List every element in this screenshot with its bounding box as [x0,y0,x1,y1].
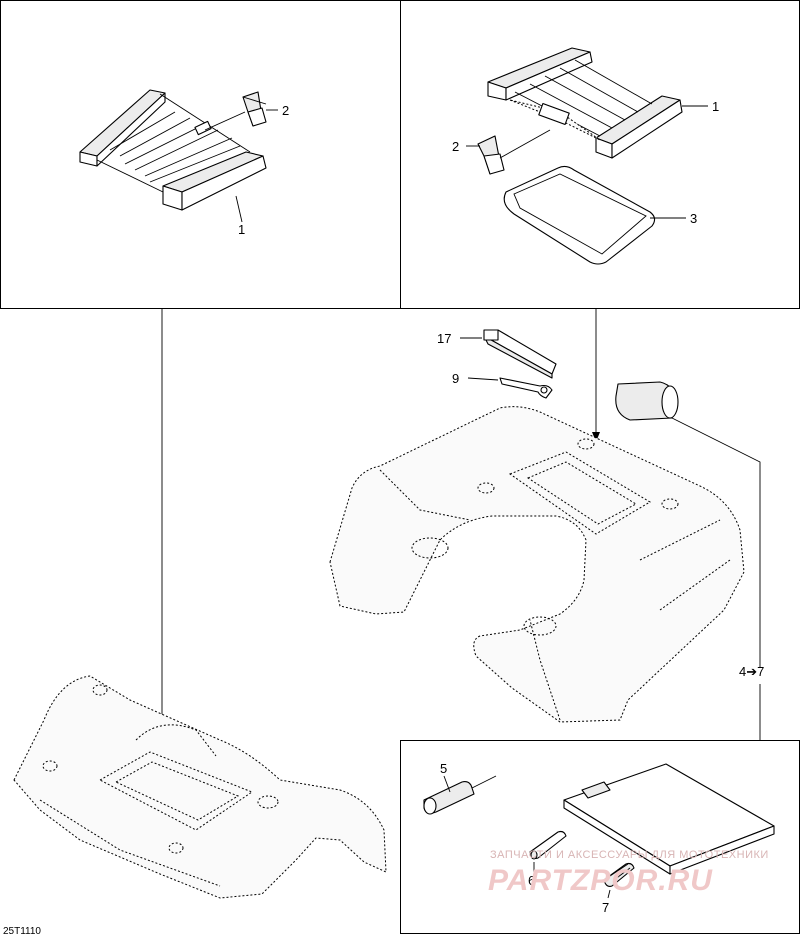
tl-leader-1 [235,195,243,223]
watermark-tagline: ЗАПЧАСТИ И АКСЕССУАРЫ ДЛЯ МОТОТЕХНИКИ [490,849,769,861]
callout-17: 17 [437,331,451,346]
watermark-logo: PARTZPOR.RU [488,864,713,897]
callout-4to7: 4➔7 [739,664,764,679]
tr-clip-part-2 [477,135,505,175]
callout-6: 6 [528,873,535,888]
callout-tr-1: 1 [712,99,719,114]
strap-part-17 [483,329,557,379]
leader-9 [467,377,499,381]
tool-pouch [615,381,679,421]
screwdriver-part-5 [423,775,497,815]
watermark: ЗАПЧАСТИ И АКСЕССУАРЫ ДЛЯ МОТОТЕХНИКИ PA… [488,849,769,897]
callout-tr-3: 3 [690,211,697,226]
owners-manual [563,763,775,875]
leader-7 [607,889,611,899]
callout-tl-2: 2 [282,103,289,118]
guide-arrow-rear [592,432,600,442]
leader-5 [443,775,451,793]
leader-pouch [671,417,761,668]
fuse-part-7 [603,862,635,887]
panel-top-left-frame [0,0,401,309]
fuse-part-6 [529,830,567,860]
rear-fender [329,406,745,723]
tr-leader-2 [499,129,551,159]
wrench-part-9 [499,377,553,399]
tl-clip-part-2 [242,91,267,127]
tl-leader-2 [204,111,246,131]
callout-tr-2: 2 [452,139,459,154]
callout-9: 9 [452,371,459,386]
tl-rack-part-1 [79,89,267,211]
tr-gasket-part-3 [503,165,656,265]
front-fender [13,675,387,899]
callout-7: 7 [602,900,609,915]
callout-5: 5 [440,761,447,776]
tr-rack-part-1 [487,47,683,159]
callout-tl-1: 1 [238,222,245,237]
diagram-code: 25T1110 [3,926,41,937]
